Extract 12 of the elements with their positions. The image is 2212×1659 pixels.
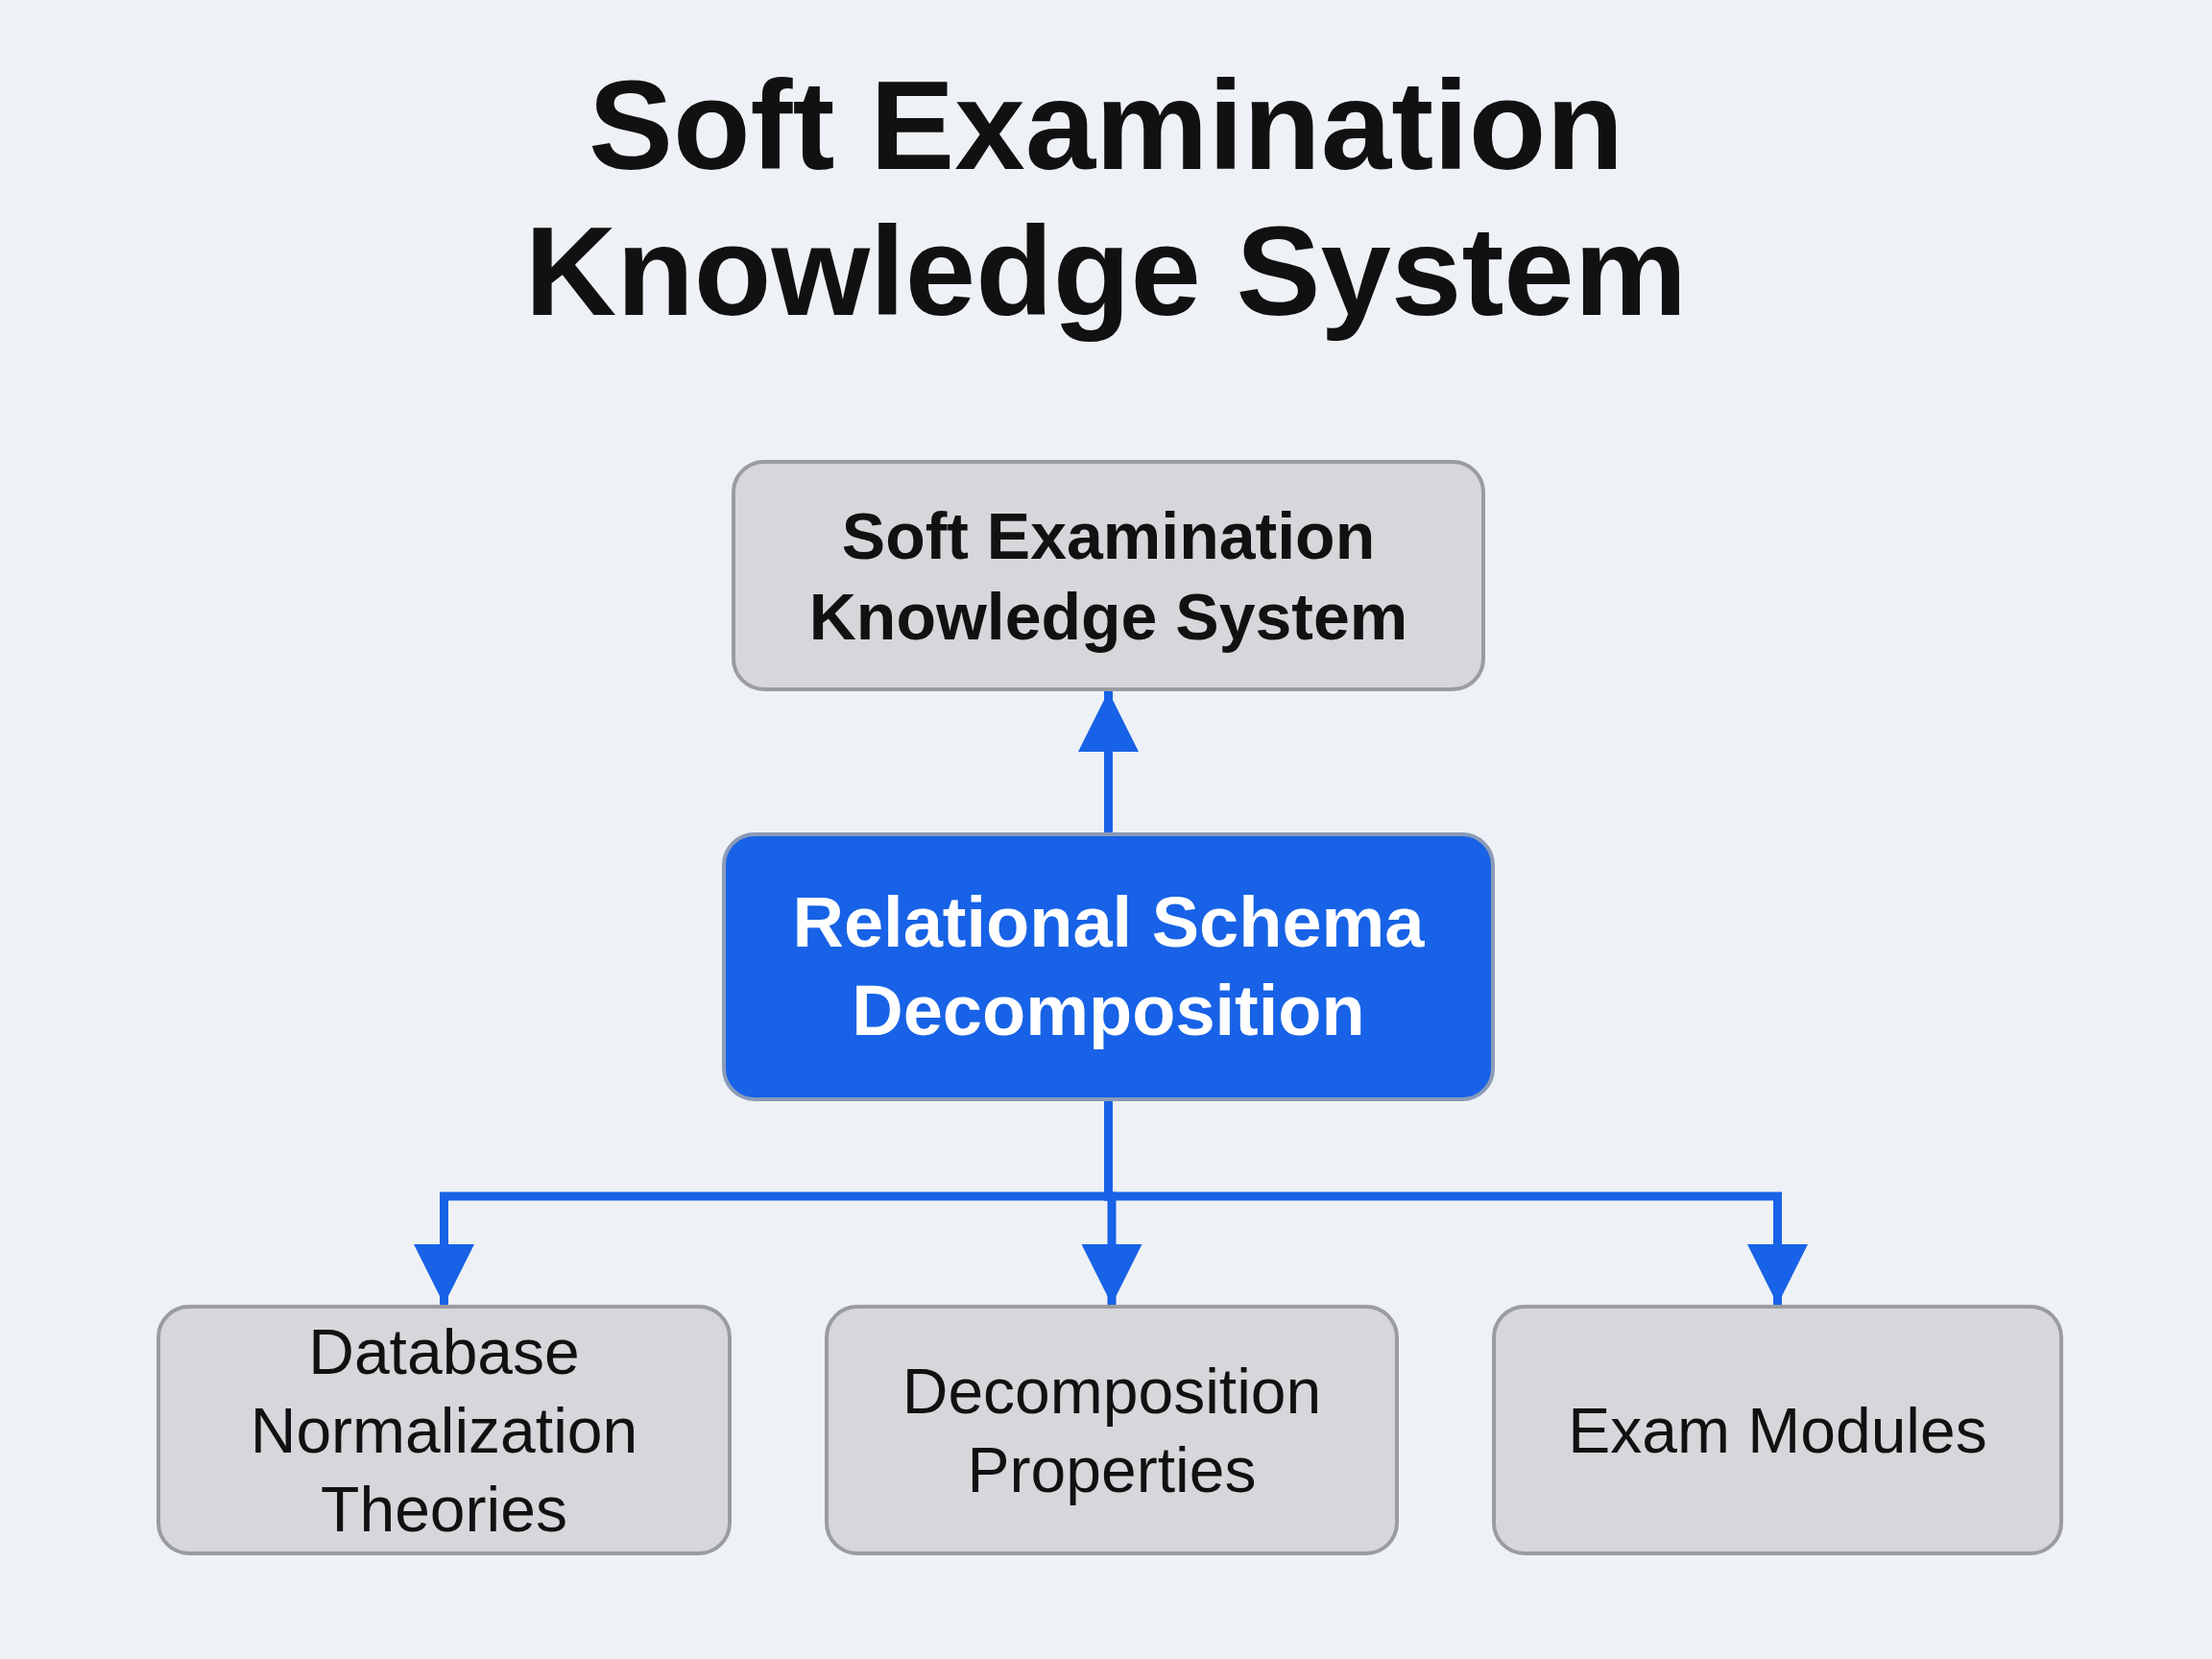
highlighted-box	[722, 832, 1495, 1101]
process-box	[156, 1305, 732, 1555]
process-box	[825, 1305, 1399, 1555]
node-label: Relational Schema Decomposition	[791, 881, 1426, 1052]
node-label: Decomposition Properties	[901, 1354, 1323, 1507]
process-box	[732, 460, 1485, 691]
node-label: Soft Examination Knowledge System	[807, 497, 1409, 655]
process-box	[1492, 1305, 2063, 1555]
diagram-title: Soft Examination Knowledge System	[523, 54, 1689, 344]
node-label: Exam Modules	[1568, 1393, 1987, 1468]
node-label: Database Normalization Theories	[249, 1314, 639, 1547]
arrow	[1078, 691, 1139, 832]
